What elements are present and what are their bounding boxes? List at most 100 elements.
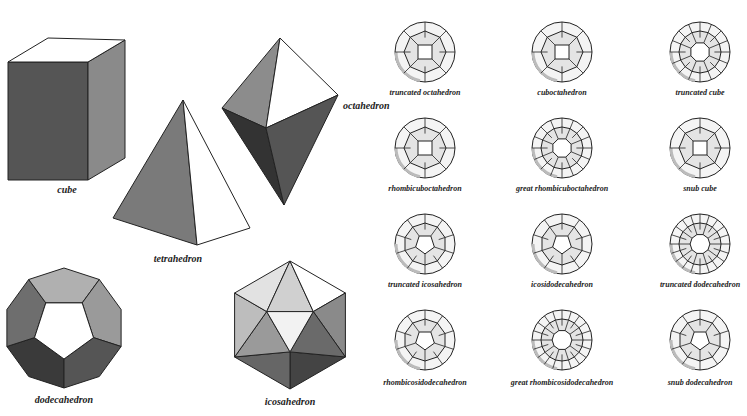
solid-face xyxy=(541,31,583,73)
solid-edge xyxy=(682,357,687,364)
solid-edge xyxy=(708,71,711,79)
solid-edge xyxy=(680,334,686,336)
solid-name: icosahedron xyxy=(265,396,316,408)
solid-edge xyxy=(583,148,592,149)
solid-edge xyxy=(407,220,412,227)
solid-edge xyxy=(576,334,582,336)
solid-edge xyxy=(533,235,542,238)
solid-face xyxy=(542,223,582,265)
solid-edge xyxy=(550,323,554,328)
solid-edge xyxy=(425,22,426,31)
solid-edge xyxy=(404,127,410,133)
solid-edge xyxy=(534,156,542,159)
solid-edge xyxy=(712,220,717,227)
solid-edge xyxy=(570,352,574,357)
solid-edge xyxy=(671,346,680,349)
solid-edge xyxy=(550,352,554,357)
solid-edge xyxy=(410,37,418,45)
solid-figure xyxy=(532,22,592,82)
solid-edge xyxy=(704,61,708,71)
solid-edge xyxy=(685,133,693,141)
solid-edge xyxy=(569,59,577,67)
solid-edge xyxy=(425,118,426,127)
solid-edge xyxy=(425,361,426,370)
solid-edge xyxy=(550,256,554,261)
solid-outline xyxy=(532,118,592,178)
solid-edge xyxy=(532,148,541,149)
solid-edge xyxy=(425,223,426,230)
solid-edge xyxy=(574,261,579,268)
solid-edge xyxy=(545,346,554,353)
solid-edge xyxy=(542,334,548,336)
solid-edge xyxy=(413,323,420,332)
cube-face xyxy=(8,62,88,180)
solid-edge xyxy=(437,357,442,364)
solid-edge xyxy=(685,155,693,163)
solid-edge xyxy=(700,66,701,73)
solid-edge xyxy=(565,349,568,360)
solid-edge xyxy=(562,361,563,370)
solid-outline xyxy=(670,22,730,82)
solid-edge xyxy=(440,67,446,73)
solid-edge xyxy=(440,163,446,169)
solid-face xyxy=(552,331,572,350)
solid-edge xyxy=(583,340,592,341)
solid-edge xyxy=(562,66,563,73)
solid-edge xyxy=(568,311,571,320)
solid-edge xyxy=(395,148,404,149)
solid-edge xyxy=(717,256,724,261)
solid-edge xyxy=(720,250,729,253)
solid-edge xyxy=(538,352,545,357)
solid-edge xyxy=(440,31,446,37)
dodecahedron-figure xyxy=(7,268,121,388)
solid-face xyxy=(416,332,435,350)
solid-face xyxy=(418,141,432,155)
solid-figure xyxy=(532,214,592,274)
dodecahedron-face xyxy=(35,303,94,359)
solid-name: truncated icosahedron xyxy=(388,280,462,289)
solid-edge xyxy=(541,340,552,341)
solid-edge xyxy=(404,148,411,149)
solid-edge xyxy=(533,346,542,349)
solid-edge xyxy=(712,357,717,364)
solid-face xyxy=(404,31,446,73)
solid-edge xyxy=(533,250,542,253)
solid-edge xyxy=(550,227,557,236)
solid-outline xyxy=(532,22,592,82)
solid-edge xyxy=(700,310,701,319)
solid-edge xyxy=(682,220,687,227)
solid-edge xyxy=(583,52,592,53)
solid-edge xyxy=(437,261,442,268)
solid-edge xyxy=(432,133,440,141)
solid-edge xyxy=(562,354,563,361)
solid-edge xyxy=(708,352,712,357)
solid-edge xyxy=(721,244,730,245)
solid-edge xyxy=(700,118,701,127)
solid-name: octahedron xyxy=(343,100,390,112)
solid-edge xyxy=(679,127,685,133)
solid-edge xyxy=(670,52,679,53)
solid-edge xyxy=(434,343,445,346)
solid-edge xyxy=(541,67,547,73)
solid-edge xyxy=(681,56,691,60)
solid-edge xyxy=(425,127,426,134)
solid-edge xyxy=(532,340,541,341)
solid-edge xyxy=(534,137,542,140)
solid-edge xyxy=(700,319,701,326)
solid-figure xyxy=(670,310,730,370)
solid-edge xyxy=(541,52,548,53)
solid-face xyxy=(679,223,721,265)
solid-face xyxy=(679,31,721,73)
solid-edge xyxy=(533,331,542,334)
solid-edge xyxy=(577,127,583,133)
solid-edge xyxy=(446,148,455,149)
solid-figure xyxy=(532,310,592,370)
solid-name: cube xyxy=(57,184,76,196)
solid-name: rhombicuboctahedron xyxy=(388,184,461,193)
solid-outline xyxy=(670,310,730,370)
solid-edge xyxy=(432,37,440,45)
solid-edge xyxy=(679,244,690,245)
solid-edge xyxy=(688,352,692,357)
